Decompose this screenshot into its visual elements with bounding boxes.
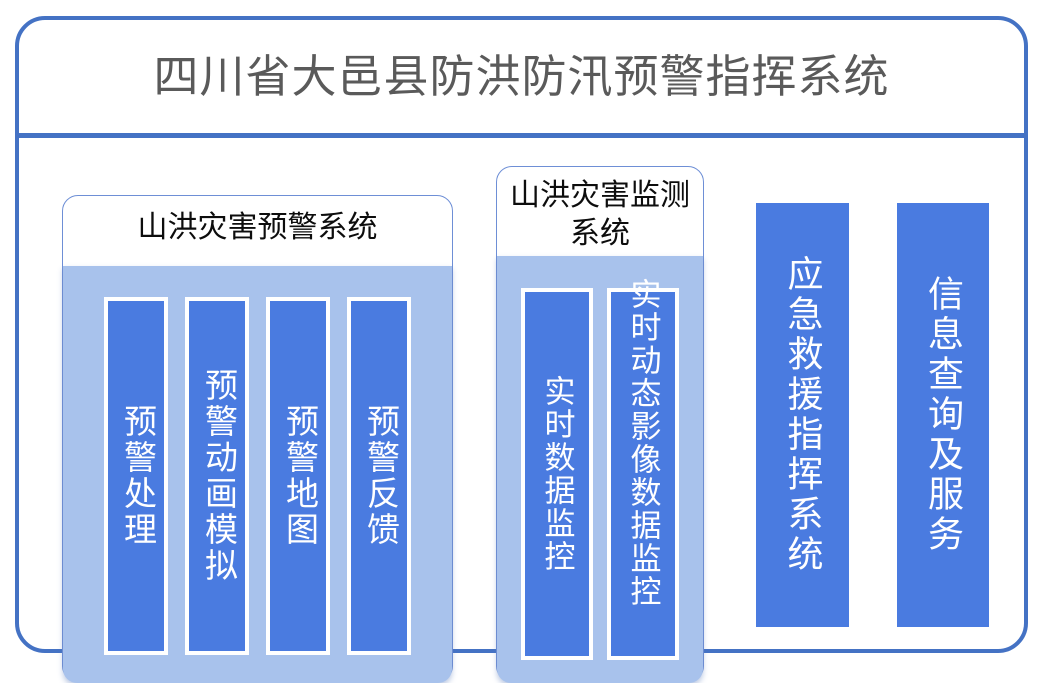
module-label: 信息查询及服务 (923, 275, 963, 555)
page-title: 四川省大邑县防洪防汛预警指挥系统 (153, 51, 890, 102)
panel-mountain-flood-warning-system[interactable]: 山洪灾害预警系统 预警处理 预警动画模拟 预警地图 预警反馈 (62, 195, 453, 683)
panel-mountain-flood-monitoring-system[interactable]: 山洪灾害监测系统 实时数据监控 实时动态影像数据监控 (496, 166, 704, 683)
module-label: 预警反馈 (361, 403, 398, 548)
header: 四川省大邑县防洪防汛预警指挥系统 (19, 20, 1024, 133)
module-warning-map[interactable]: 预警地图 (266, 296, 330, 655)
module-warning-animation-simulation[interactable]: 预警动画模拟 (185, 296, 249, 655)
module-emergency-rescue-command-system[interactable]: 应急救援指挥系统 (756, 203, 849, 627)
module-realtime-dynamic-image-data-monitoring[interactable]: 实时动态影像数据监控 (607, 278, 679, 660)
module-warning-processing[interactable]: 预警处理 (104, 296, 168, 655)
module-realtime-data-monitoring[interactable]: 实时数据监控 (521, 287, 593, 660)
module-label: 实时数据监控 (539, 374, 575, 573)
module-label: 实时动态影像数据监控 (625, 277, 661, 608)
module-information-query-and-service[interactable]: 信息查询及服务 (897, 203, 989, 627)
column-row-monitor: 实时数据监控 实时动态影像数据监控 (497, 167, 703, 681)
application-frame: 四川省大邑县防洪防汛预警指挥系统 山洪灾害预警系统 预警处理 预警动画模拟 预警… (15, 16, 1028, 683)
system-board: 山洪灾害预警系统 预警处理 预警动画模拟 预警地图 预警反馈 山洪灾害监测系统 (19, 138, 1024, 683)
module-label: 应急救援指挥系统 (782, 255, 823, 575)
module-label: 预警动画模拟 (199, 367, 236, 584)
module-label: 预警地图 (280, 403, 317, 548)
column-row-warning: 预警处理 预警动画模拟 预警地图 预警反馈 (63, 196, 452, 683)
module-warning-feedback[interactable]: 预警反馈 (347, 296, 411, 655)
module-label: 预警处理 (118, 403, 155, 548)
header-divider (15, 133, 1028, 138)
